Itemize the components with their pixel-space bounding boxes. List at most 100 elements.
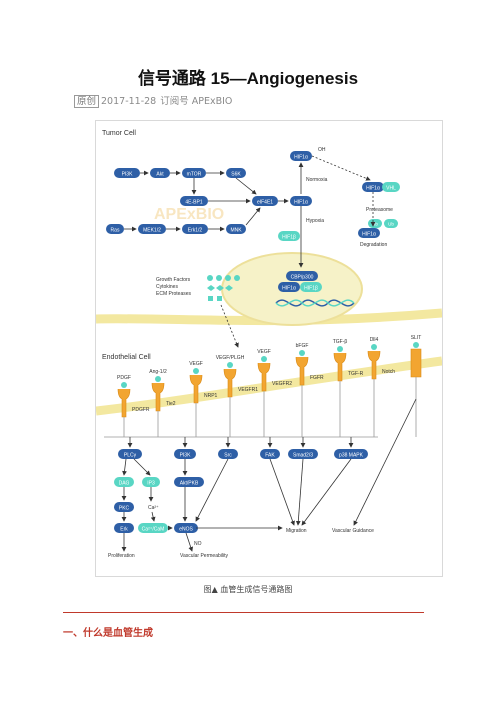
svg-text:Vascular Permeability: Vascular Permeability [180,553,228,559]
svg-text:OH: OH [318,147,326,153]
svg-text:Vascular Guidance: Vascular Guidance [332,528,374,534]
ligand-label: VEGF [257,349,271,355]
node-hif1a-deg [358,228,380,238]
svg-text:HIF1α: HIF1α [294,200,308,206]
endothelial-membrane [95,356,443,416]
node-hif1b-left [278,231,300,241]
svg-text:eIF4E1: eIF4E1 [257,200,273,206]
svg-text:HIF1α: HIF1α [366,186,380,192]
ligand-dot [337,346,343,352]
svg-text:Hypoxia: Hypoxia [306,218,324,224]
svg-text:Akt/PKB: Akt/PKB [180,481,199,487]
receptor-label: TGF-R [348,371,364,377]
figure-caption: 图▲ 血管生成信号通路图 [203,585,293,594]
svg-text:HIF1α: HIF1α [362,232,376,238]
node-src [218,449,238,459]
svg-text:Smad2/3: Smad2/3 [293,453,313,459]
node-erk-top [182,224,208,234]
svg-text:HIF1α: HIF1α [282,286,296,292]
receptor-label: FGFR [310,375,324,381]
ligand-dot [227,362,233,368]
ligand-label: VEGF [189,361,203,367]
node-eif4e1 [252,196,278,206]
svg-text:Src: Src [224,453,232,459]
endothelial-signaling: PLCγ PI3K Src FAK Smad2/3 p38 MAPK DAG I… [104,398,417,559]
svg-text:HIF1β: HIF1β [282,235,296,241]
node-hif1a-mid [290,196,312,206]
svg-text:Erk: Erk [120,527,128,533]
svg-text:DAG: DAG [119,481,130,487]
node-ub2 [384,219,398,228]
receptor-5: bFGF FGFR [296,343,324,437]
svg-text:Ub: Ub [388,222,394,227]
svg-text:HIF1β: HIF1β [304,286,318,292]
svg-text:Ras: Ras [111,228,120,234]
receptor-8: SLIT [410,335,422,437]
svg-text:Migration: Migration [286,528,307,534]
publish-date: 2017-11-28 [101,96,157,107]
ligand-dot [121,382,127,388]
node-hif1a-vhl [362,182,384,192]
ligand-label: bFGF [296,343,309,349]
secreted-factors [207,275,240,301]
svg-text:mTOR: mTOR [187,172,202,178]
node-plcg [118,449,142,459]
ligand-dot [371,344,377,350]
tumor-membrane [95,308,443,326]
subscribe-link[interactable]: 订阅号 APExBIO [160,96,233,107]
svg-text:VHL: VHL [386,186,396,192]
ligand-dot [155,376,161,382]
svg-text:ECM Proteases: ECM Proteases [156,291,192,297]
node-cbp [286,271,318,281]
svg-text:PI3K: PI3K [122,172,134,178]
receptor-label: PDGFR [132,407,150,413]
node-ip3 [142,477,160,487]
angiogenesis-diagram: Tumor Cell Endothelial Cell APExBIO PI3K… [95,120,443,577]
ligand-dot [261,356,267,362]
svg-text:MNK: MNK [230,228,242,234]
node-mnk [226,224,246,234]
node-vhl [382,182,400,192]
node-pi3k-top [114,168,140,178]
ligand-dot [299,350,305,356]
svg-text:Cytokines: Cytokines [156,284,178,290]
ligand-label: TGF-β [333,339,348,345]
svg-text:Ca²⁺: Ca²⁺ [148,505,159,511]
node-s6k [226,168,246,178]
svg-text:PI3K: PI3K [180,453,192,459]
node-erk [114,523,134,533]
svg-text:PKC: PKC [119,506,130,512]
watermark-logo: APExBIO [154,206,224,223]
endothelial-cell-label: Endothelial Cell [102,354,151,361]
node-hif1a-top [290,151,312,161]
node-smad [288,449,318,459]
section-heading: 一、什么是血管生成 [63,628,153,639]
node-ras [106,224,124,234]
svg-text:PLCγ: PLCγ [124,453,137,459]
node-mtor [182,168,206,178]
svg-text:FAK: FAK [265,453,275,459]
node-pi3k [174,449,196,459]
tumor-cell-label: Tumor Cell [102,130,136,137]
svg-text:Proliferation: Proliferation [108,553,135,559]
svg-text:Erk1/2: Erk1/2 [188,228,203,234]
ligand-label: Ang-1/2 [149,369,167,375]
svg-text:Proteasome: Proteasome [366,207,393,213]
svg-text:Growth Factors: Growth Factors [156,277,191,283]
node-hif1b-nuc [300,282,322,292]
svg-text:MEK1/2: MEK1/2 [143,228,161,234]
ligand-label: Dll4 [370,337,379,343]
receptor-label: VEGFR2 [272,381,292,387]
svg-text:NO: NO [194,541,202,547]
ligand-dot [413,342,419,348]
svg-text:p38 MAPK: p38 MAPK [339,453,364,459]
divider [63,612,424,613]
svg-text:eNOS: eNOS [179,527,193,533]
